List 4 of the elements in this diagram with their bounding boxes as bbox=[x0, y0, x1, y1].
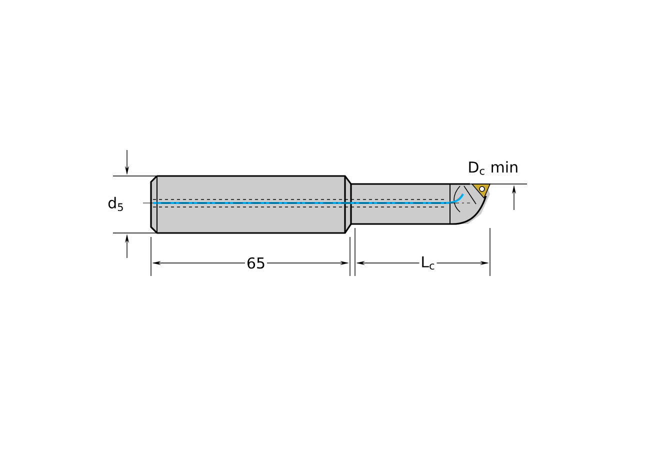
dimension-label: 65 bbox=[244, 256, 268, 270]
dimension-label: D$_{c}$ min bbox=[469, 161, 518, 175]
dimension-label: d$_{5}$ bbox=[108, 196, 123, 212]
dimension-label: L$_{c}$ bbox=[419, 254, 437, 272]
